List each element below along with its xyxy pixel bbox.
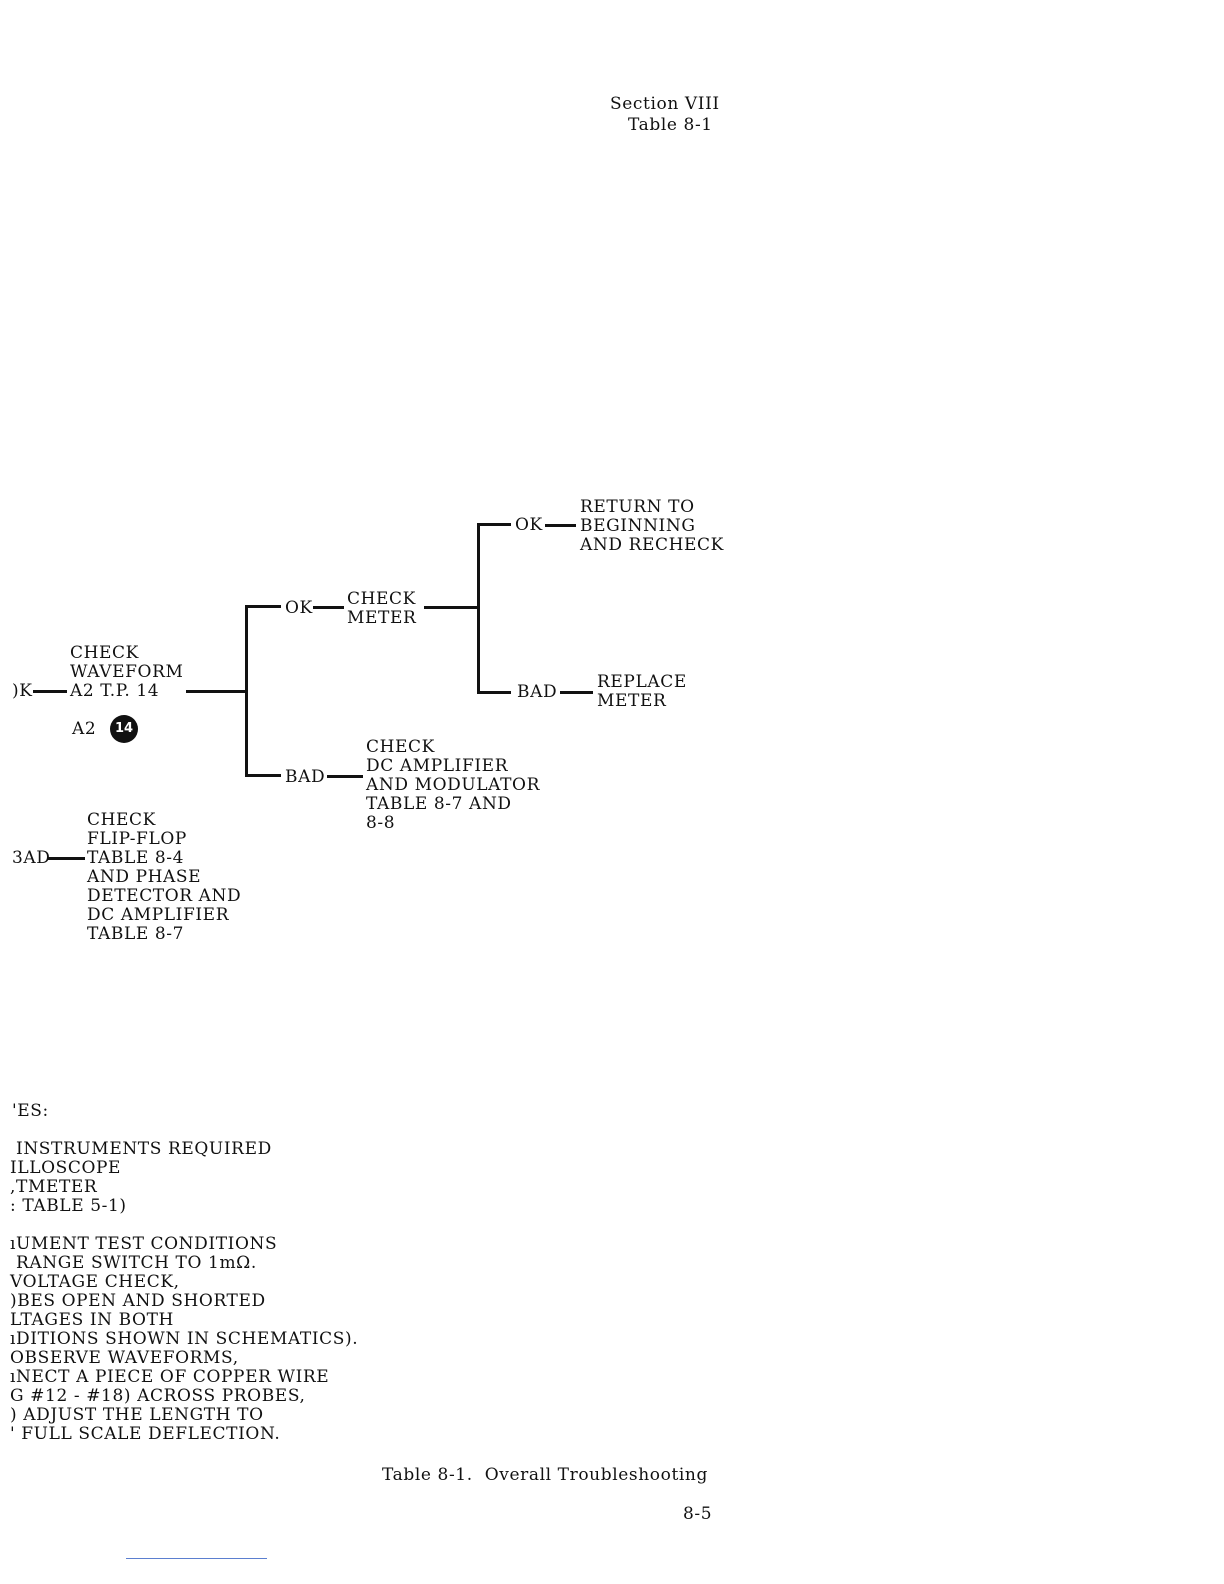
left-ok-label: )K (12, 681, 33, 701)
replace-meter-node: REPLACE METER (597, 672, 687, 711)
check-flipflop-node: CHECK FLIP-FLOP TABLE 8-4 AND PHASE DETE… (87, 810, 242, 944)
check-waveform-node: CHECK WAVEFORM A2 T.P. 14 (70, 643, 184, 701)
check-meter-node: CHECK METER (347, 589, 417, 628)
section-heading: Section VIII (610, 94, 720, 114)
table-reference: Table 8-1 (628, 115, 713, 135)
notes-title: 'ES: (12, 1101, 49, 1121)
return-to-beginning-node: RETURN TO BEGINNING AND RECHECK (580, 497, 724, 555)
branch-1-ok-stub (245, 605, 281, 608)
branch-2-ok-stub (477, 523, 511, 526)
page-number: 8-5 (683, 1504, 713, 1524)
footer-rule (126, 1558, 267, 1559)
notes-test-conditions: ıUMENT TEST CONDITIONS RANGE SWITCH TO 1… (10, 1234, 359, 1444)
bad-1-connector (327, 775, 363, 778)
waveform-to-branch-line (186, 690, 248, 693)
check-dc-amplifier-node: CHECK DC AMPLIFIER AND MODULATOR TABLE 8… (366, 737, 540, 833)
a2-label: A2 (72, 719, 97, 739)
branch-1-ok-label: OK (285, 598, 313, 618)
branch-2-ok-label: OK (515, 515, 543, 535)
branch-2-vertical (477, 523, 480, 694)
left-bad-connector (47, 857, 85, 860)
ok-2-connector (545, 524, 576, 527)
bad-2-connector (560, 691, 593, 694)
branch-2-bad-label: BAD (517, 682, 558, 702)
branch-2-bad-stub (477, 691, 511, 694)
table-caption: Table 8-1. Overall Troubleshooting (382, 1465, 708, 1485)
left-ok-connector (33, 690, 67, 693)
notes-instruments-required: INSTRUMENTS REQUIRED ILLOSCOPE ,TMETER :… (10, 1139, 272, 1216)
branch-1-bad-stub (245, 774, 281, 777)
branch-1-bad-label: BAD (285, 767, 326, 787)
left-bad-label: 3AD (12, 848, 51, 868)
meter-to-branch-line (424, 606, 478, 609)
branch-1-vertical (245, 605, 248, 777)
test-point-14-icon: 14 (110, 715, 138, 743)
ok-1-connector (313, 606, 344, 609)
